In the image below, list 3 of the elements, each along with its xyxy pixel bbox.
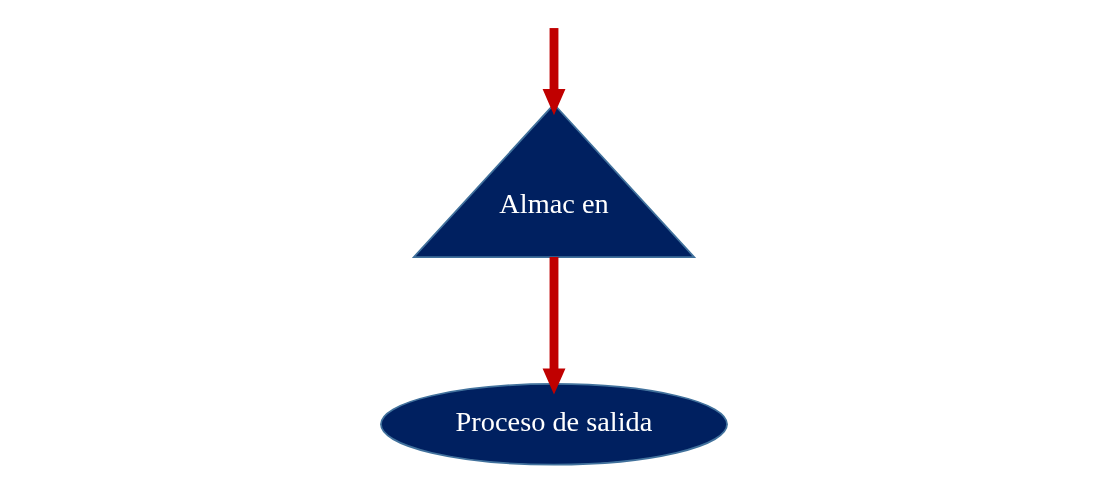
arrow — [542, 257, 565, 395]
arrow — [542, 28, 565, 116]
node-ellipse: Proceso de salida — [379, 383, 728, 466]
